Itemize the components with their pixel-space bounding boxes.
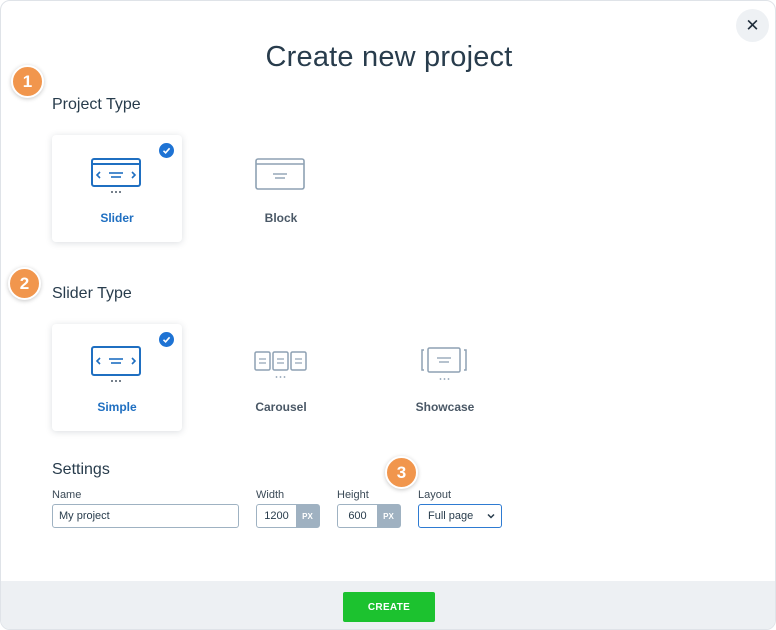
name-value: My project: [59, 510, 110, 522]
width-value: 1200: [264, 510, 289, 522]
carousel-icon: [254, 351, 307, 378]
height-value: 600: [348, 510, 367, 522]
slider-icon: [91, 158, 141, 193]
check-icon: [159, 143, 174, 158]
project-type-slider-card[interactable]: Slider: [52, 135, 182, 242]
slider-type-carousel-label: Carousel: [255, 400, 307, 414]
slider-type-showcase-label: Showcase: [415, 400, 475, 414]
simple-slider-icon: [91, 346, 141, 382]
project-type-heading: Project Type: [52, 96, 141, 113]
close-icon: ✕: [745, 15, 760, 35]
step-badge-3: 3: [385, 456, 418, 489]
width-label: Width: [256, 489, 285, 501]
slider-type-heading: Slider Type: [52, 285, 132, 302]
showcase-icon: [421, 347, 467, 380]
settings-heading: Settings: [52, 461, 110, 478]
dialog-title: Create new project: [265, 41, 513, 73]
layout-label: Layout: [418, 489, 452, 501]
width-input[interactable]: 1200 PX: [256, 504, 320, 528]
chevron-down-icon: [487, 513, 495, 519]
block-icon: [255, 158, 305, 190]
slider-type-carousel-card[interactable]: Carousel: [216, 324, 346, 431]
slider-type-simple-label: Simple: [97, 400, 137, 414]
name-input[interactable]: My project: [52, 504, 239, 528]
check-icon: [159, 332, 174, 347]
height-unit: PX: [377, 505, 400, 527]
project-type-block-label: Block: [264, 211, 298, 225]
width-unit: PX: [296, 505, 319, 527]
create-button[interactable]: CREATE: [343, 592, 435, 622]
step-badge-2: 2: [8, 267, 41, 300]
height-label: Height: [337, 489, 369, 501]
step-badge-1: 1: [11, 65, 44, 98]
slider-type-showcase-card[interactable]: Showcase: [380, 324, 510, 431]
height-input[interactable]: 600 PX: [337, 504, 401, 528]
layout-value: Full page: [428, 510, 474, 522]
layout-select[interactable]: Full page: [418, 504, 502, 528]
slider-type-simple-card[interactable]: Simple: [52, 324, 182, 431]
close-button[interactable]: ✕: [736, 9, 769, 42]
project-type-block-card[interactable]: Block: [216, 135, 346, 242]
name-label: Name: [52, 489, 82, 501]
project-type-slider-label: Slider: [100, 211, 134, 225]
dialog-footer: CREATE: [1, 581, 775, 629]
